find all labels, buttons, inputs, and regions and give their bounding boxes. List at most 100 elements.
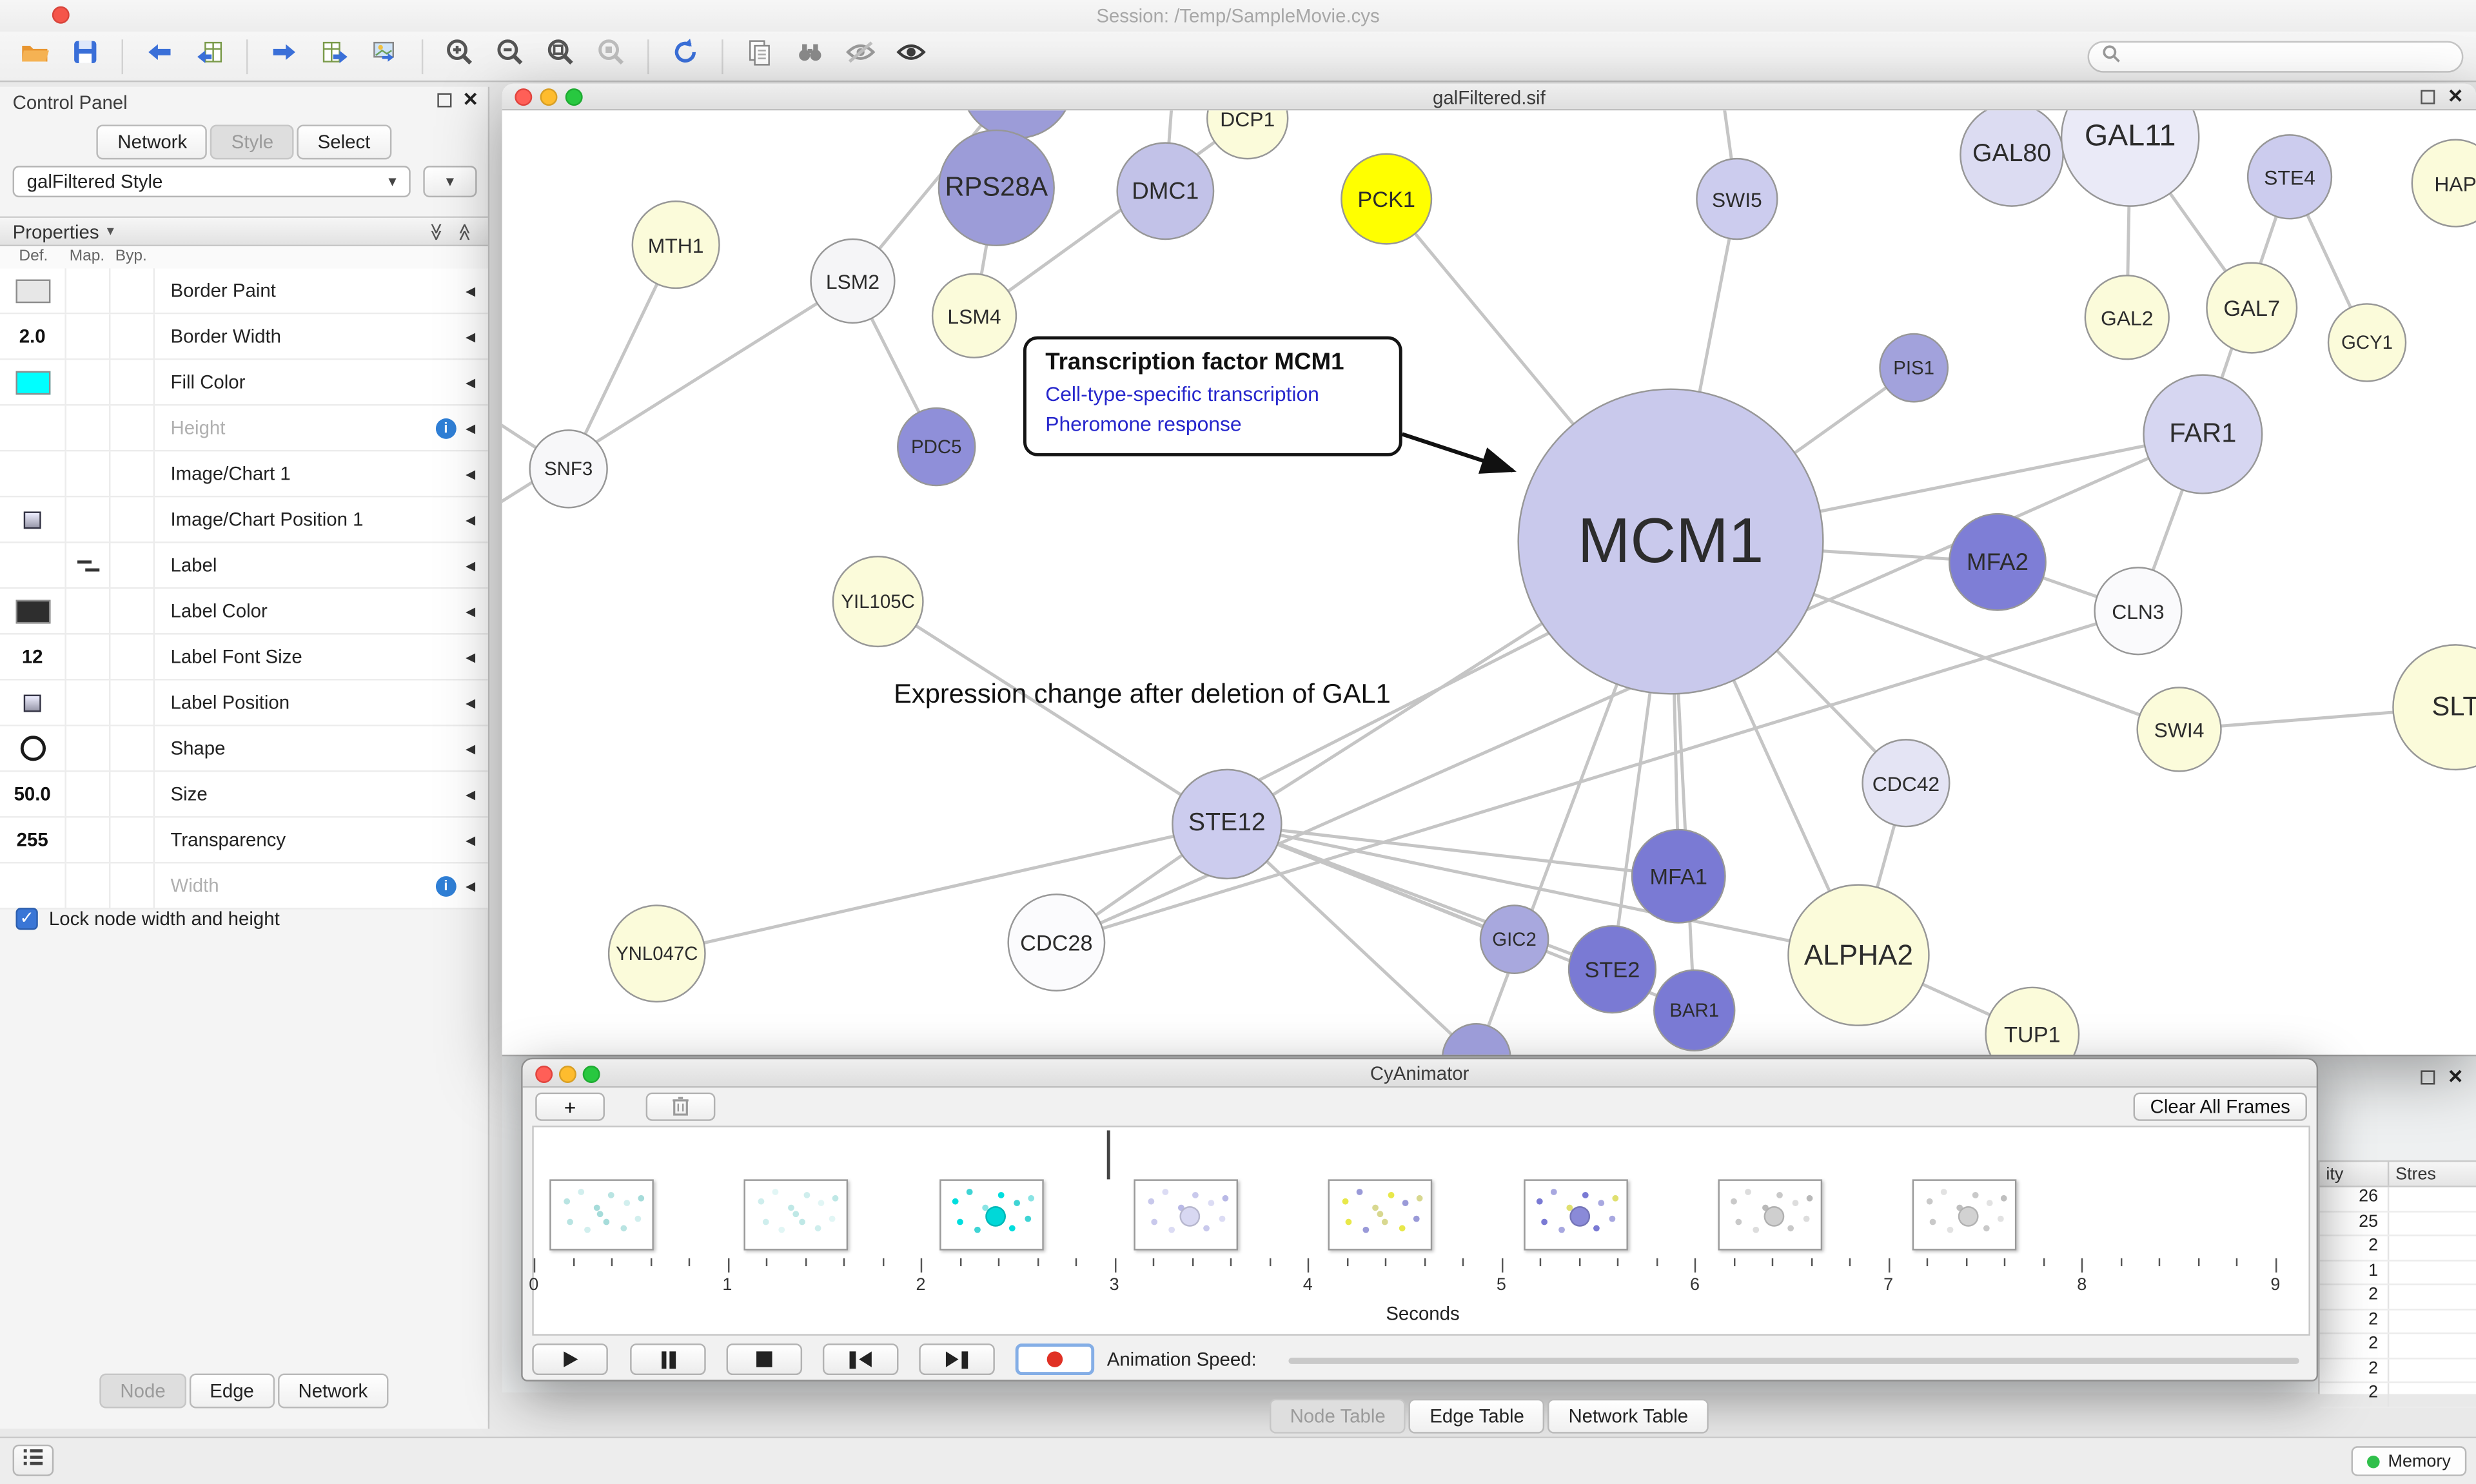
network-node[interactable]: BAR1 — [1653, 969, 1736, 1052]
expand-row-icon[interactable]: ◀ — [466, 649, 476, 664]
animation-frame[interactable] — [1717, 1179, 1822, 1251]
annotation-link[interactable]: Pheromone response — [1045, 411, 1242, 436]
task-history-button[interactable] — [12, 1444, 54, 1476]
maximize-window-icon[interactable] — [582, 1066, 600, 1084]
expand-row-icon[interactable]: ◀ — [466, 558, 476, 572]
export-image-button[interactable] — [360, 35, 410, 77]
save-session-button[interactable] — [60, 35, 110, 77]
search-neighbors-button[interactable] — [785, 35, 835, 77]
add-frame-button[interactable]: + — [535, 1092, 605, 1121]
table-row[interactable]: 2 — [2319, 1309, 2476, 1334]
expand-row-icon[interactable]: ◀ — [466, 420, 476, 435]
show-all-button[interactable] — [886, 35, 936, 77]
clear-all-frames-button[interactable]: Clear All Frames — [2133, 1092, 2307, 1121]
pause-button[interactable] — [630, 1343, 706, 1376]
tab-network-table[interactable]: Network Table — [1548, 1398, 1709, 1434]
network-node[interactable]: LSM2 — [810, 238, 896, 324]
stop-button[interactable] — [726, 1343, 803, 1376]
expand-row-icon[interactable]: ◀ — [466, 832, 476, 847]
color-swatch[interactable] — [15, 278, 50, 302]
table-row[interactable]: 2 — [2319, 1285, 2476, 1310]
color-swatch[interactable] — [15, 370, 50, 395]
export-table-button[interactable] — [310, 35, 360, 77]
expand-row-icon[interactable]: ◀ — [466, 329, 476, 344]
property-row[interactable]: Image/Chart Position 1◀ — [0, 497, 488, 543]
network-node[interactable]: YNL047C — [607, 904, 706, 1003]
close-window-icon[interactable] — [535, 1066, 553, 1084]
open-session-button[interactable] — [10, 35, 60, 77]
expand-row-icon[interactable]: ◀ — [466, 512, 476, 527]
network-node[interactable]: PCK1 — [1341, 153, 1433, 245]
close-view-icon[interactable]: ✕ — [2447, 85, 2464, 108]
property-row[interactable]: Label◀ — [0, 543, 488, 589]
network-node[interactable]: CDC28 — [1007, 893, 1106, 991]
network-node[interactable]: ALPHA2 — [1787, 884, 1930, 1026]
network-node[interactable]: STE2 — [1567, 925, 1656, 1014]
network-node[interactable] — [1441, 1022, 1511, 1055]
network-node[interactable]: SLT — [2392, 644, 2476, 771]
animation-frame[interactable] — [1328, 1179, 1433, 1251]
table-row[interactable]: 25 — [2319, 1211, 2476, 1236]
table-row[interactable]: 2 — [2319, 1358, 2476, 1383]
cyanimator-titlebar[interactable]: CyAnimator — [522, 1059, 2317, 1088]
float-window-icon[interactable] — [2421, 89, 2435, 104]
refresh-view-button[interactable] — [660, 35, 711, 77]
expand-row-icon[interactable]: ◀ — [466, 603, 476, 618]
column-header[interactable]: Stres — [2389, 1162, 2476, 1186]
maximize-window-icon[interactable] — [565, 88, 583, 106]
step-forward-button[interactable] — [919, 1343, 995, 1376]
network-window-titlebar[interactable]: galFiltered.sif ✕ — [502, 83, 2476, 111]
network-node[interactable]: SNF3 — [529, 429, 608, 509]
expand-row-icon[interactable]: ◀ — [466, 283, 476, 298]
zoom-out-button[interactable] — [485, 35, 535, 77]
network-node[interactable]: DCP1 — [1206, 110, 1289, 160]
animation-frame[interactable] — [1523, 1179, 1627, 1251]
table-row[interactable]: 2 — [2319, 1383, 2476, 1408]
property-row[interactable]: Image/Chart 1◀ — [0, 451, 488, 498]
memory-button[interactable]: Memory — [2352, 1446, 2467, 1476]
tab-node-table[interactable]: Node Table — [1269, 1398, 1406, 1434]
network-node[interactable]: PIS1 — [1879, 333, 1949, 403]
annotation-box[interactable]: Transcription factor MCM1 Cell-type-spec… — [1023, 336, 1402, 456]
annotation-link[interactable]: Cell-type-specific transcription — [1045, 382, 1319, 406]
network-node[interactable]: TUP1 — [1985, 986, 2080, 1055]
network-node[interactable]: STE4 — [2246, 134, 2333, 220]
network-node[interactable]: RPS28A — [938, 129, 1055, 247]
network-node[interactable]: STE12 — [1172, 768, 1282, 880]
minimize-window-icon[interactable] — [558, 1066, 576, 1084]
network-node[interactable]: YIL105C — [832, 556, 924, 648]
network-node[interactable]: GAL11 — [2060, 110, 2200, 207]
tab-network[interactable]: Network — [97, 124, 208, 160]
copy-button[interactable] — [734, 35, 785, 77]
collapse-all-icon[interactable]: ≫ — [457, 222, 476, 240]
table-row[interactable]: 1 — [2319, 1260, 2476, 1285]
animation-speed-slider[interactable] — [1288, 1358, 2299, 1364]
export-network-button[interactable] — [259, 35, 310, 77]
network-node[interactable]: MFA1 — [1631, 828, 1726, 924]
network-node[interactable]: DMC1 — [1116, 142, 1215, 240]
expand-all-icon[interactable]: ≫ — [426, 222, 445, 240]
network-node[interactable]: MFA2 — [1949, 513, 2047, 611]
expand-row-icon[interactable]: ◀ — [466, 466, 476, 481]
table-row[interactable]: 2 — [2319, 1334, 2476, 1359]
zoom-fit-button[interactable] — [535, 35, 585, 77]
tab-select[interactable]: Select — [297, 124, 391, 160]
network-node[interactable]: CLN3 — [2094, 567, 2183, 656]
record-button[interactable] — [1015, 1343, 1095, 1376]
zoom-selected-button[interactable] — [586, 35, 636, 77]
network-node[interactable]: HAP — [2411, 139, 2476, 228]
style-selector[interactable]: galFiltered Style ▾ — [12, 166, 411, 198]
property-row[interactable]: Fill Color◀ — [0, 360, 488, 406]
network-node[interactable]: CDC42 — [1862, 739, 1950, 828]
import-table-button[interactable] — [185, 35, 235, 77]
network-node[interactable]: FAR1 — [2143, 374, 2263, 494]
property-row[interactable]: Label Color◀ — [0, 589, 488, 635]
float-panel-icon[interactable] — [437, 92, 452, 107]
